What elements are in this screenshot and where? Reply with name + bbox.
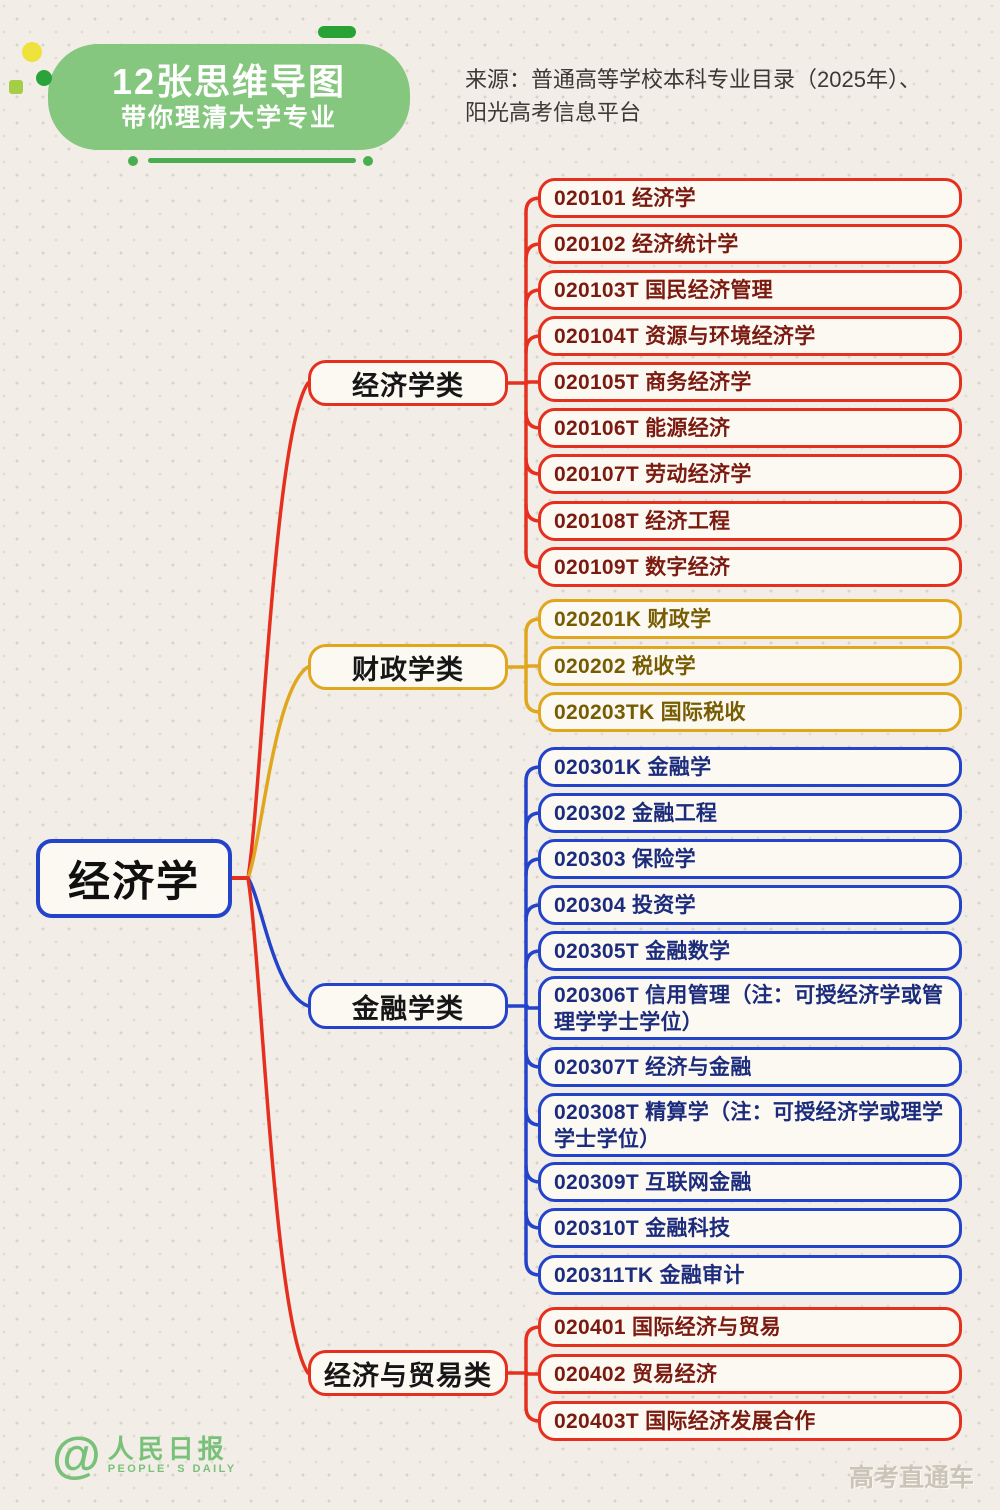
major-node: 020201K 财政学	[538, 599, 962, 639]
decor-underline-dot-left	[128, 156, 138, 166]
major-node: 020103T 国民经济管理	[538, 270, 962, 310]
decor-underline-dot-right	[363, 156, 373, 166]
peoples-daily-logo: @ 人民日报 PEOPLE' S DAILY	[52, 1430, 236, 1480]
root-node: 经济学	[36, 839, 232, 918]
connector-line	[246, 665, 310, 880]
major-node: 020109T 数字经济	[538, 547, 962, 587]
major-node: 020104T 资源与环境经济学	[538, 316, 962, 356]
major-node: 020105T 商务经济学	[538, 362, 962, 402]
major-node: 020304 投资学	[538, 885, 962, 925]
major-node: 020307T 经济与金融	[538, 1047, 962, 1087]
decor-green-pill	[318, 26, 356, 38]
connector-line	[246, 876, 310, 1375]
major-node: 020108T 经济工程	[538, 501, 962, 541]
major-node: 020301K 金融学	[538, 747, 962, 787]
major-node: 020403T 国际经济发展合作	[538, 1401, 962, 1441]
badge-title-line2: 带你理清大学专业	[120, 103, 337, 132]
category-node: 经济与贸易类	[308, 1350, 508, 1396]
major-node: 020309T 互联网金融	[538, 1162, 962, 1202]
watermark-text: 高考直通车	[848, 1464, 974, 1492]
connector-line	[246, 381, 310, 880]
at-icon: @	[52, 1427, 101, 1483]
major-node: 020311TK 金融审计	[538, 1255, 962, 1295]
source-line2: 阳光高考信息平台	[465, 100, 642, 125]
major-node: 020203TK 国际税收	[538, 692, 962, 732]
major-node: 020310T 金融科技	[538, 1208, 962, 1248]
root-label: 经济学	[67, 858, 200, 905]
major-node: 020202 税收学	[538, 646, 962, 686]
major-node: 020106T 能源经济	[538, 408, 962, 448]
decor-underline	[148, 158, 356, 163]
logo-en-text: PEOPLE' S DAILY	[107, 1463, 237, 1476]
category-node: 金融学类	[308, 983, 508, 1029]
category-node: 经济学类	[308, 360, 508, 406]
category-node: 财政学类	[308, 644, 508, 690]
major-node: 020102 经济统计学	[538, 224, 962, 264]
major-node: 020101 经济学	[538, 178, 962, 218]
header-badge: 12张思维导图 带你理清大学专业	[48, 44, 410, 150]
connector-line	[246, 876, 310, 1008]
major-node: 020305T 金融数学	[538, 931, 962, 971]
badge-title-line1: 12张思维导图	[111, 61, 347, 103]
major-node: 020107T 劳动经济学	[538, 454, 962, 494]
logo-cn-text: 人民日报	[107, 1433, 228, 1464]
source-line1: 来源：普通高等学校本科专业目录（2025年）、	[465, 67, 921, 92]
major-node: 020302 金融工程	[538, 793, 962, 833]
major-node: 020303 保险学	[538, 839, 962, 879]
source-text: 来源：普通高等学校本科专业目录（2025年）、 阳光高考信息平台	[465, 63, 995, 129]
decor-green-circle	[36, 70, 52, 86]
major-node: 020401 国际经济与贸易	[538, 1307, 962, 1347]
major-node: 020308T 精算学（注：可授经济学或理学学士学位）	[538, 1093, 962, 1157]
major-node: 020306T 信用管理（注：可授经济学或管理学学士学位）	[538, 976, 962, 1040]
decor-green-square	[9, 80, 23, 94]
decor-yellow-circle	[22, 42, 42, 62]
major-node: 020402 贸易经济	[538, 1354, 962, 1394]
